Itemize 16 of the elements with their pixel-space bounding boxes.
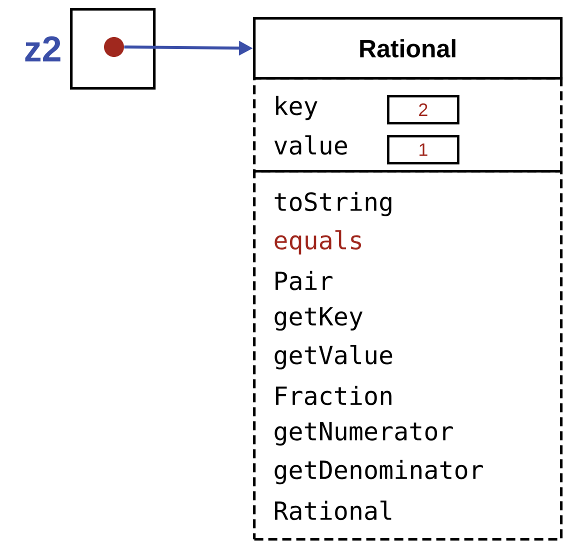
- method-name: toString: [274, 192, 392, 216]
- value-box: 1: [387, 135, 460, 164]
- method-name: equals: [274, 230, 362, 254]
- field-name: key: [276, 96, 318, 120]
- method-name: getDenominator: [274, 460, 483, 484]
- field-name: value: [274, 135, 347, 155]
- method-name: getNumerator: [274, 422, 453, 446]
- method-name: getValue: [274, 344, 392, 370]
- class-header-box: Rational: [253, 17, 563, 80]
- value-box: 2: [387, 95, 460, 124]
- method-name: Pair: [276, 270, 332, 290]
- variable-name: z2: [25, 36, 60, 62]
- method-name: getKey: [274, 307, 363, 331]
- reference-dot: [104, 37, 124, 57]
- method-name: Fraction: [276, 386, 392, 406]
- method-name: Rational: [274, 500, 392, 520]
